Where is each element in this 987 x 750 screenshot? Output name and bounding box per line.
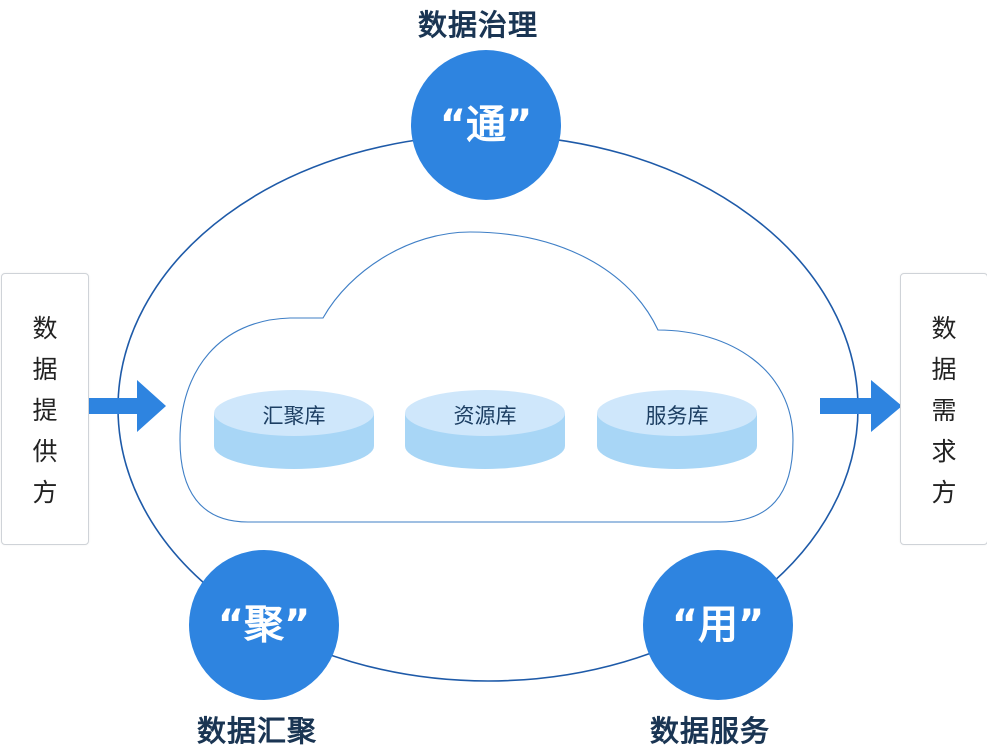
demander-char: 数 — [931, 314, 957, 343]
database-label-resource: 资源库 — [453, 404, 517, 428]
data-demander-box: 数 据 需 求 方 — [900, 273, 987, 545]
demander-char: 据 — [931, 355, 957, 384]
governance-title: 数据治理 — [418, 8, 539, 42]
database-label-aggregation: 汇聚库 — [262, 404, 326, 428]
provider-char: 提 — [32, 396, 58, 425]
demander-char: 需 — [931, 396, 957, 425]
provider-char: 供 — [32, 437, 58, 466]
aggregation-node: “聚” — [189, 550, 339, 700]
service-symbol: “用” — [671, 602, 765, 648]
outflow-arrow — [820, 380, 902, 432]
data-provider-box: 数 据 提 供 方 — [1, 273, 89, 545]
governance-symbol: “通” — [439, 102, 533, 148]
aggregation-title: 数据汇聚 — [197, 714, 318, 748]
provider-char: 数 — [32, 314, 58, 343]
service-title: 数据服务 — [650, 714, 771, 748]
service-node: “用” — [643, 550, 793, 700]
provider-char: 据 — [32, 355, 58, 384]
database-service — [597, 390, 757, 469]
cloud-outline — [179, 231, 794, 523]
provider-char: 方 — [32, 478, 58, 507]
data-provider-label: 数 据 提 供 方 — [2, 308, 88, 513]
governance-node: “通” — [411, 50, 561, 200]
database-label-service: 服务库 — [645, 404, 709, 428]
inflow-arrow — [86, 380, 166, 432]
aggregation-symbol: “聚” — [217, 602, 311, 648]
demander-char: 求 — [931, 437, 957, 466]
data-demander-label: 数 据 需 求 方 — [901, 308, 987, 513]
database-aggregation — [214, 390, 374, 469]
demander-char: 方 — [931, 478, 957, 507]
database-resource — [405, 390, 565, 469]
